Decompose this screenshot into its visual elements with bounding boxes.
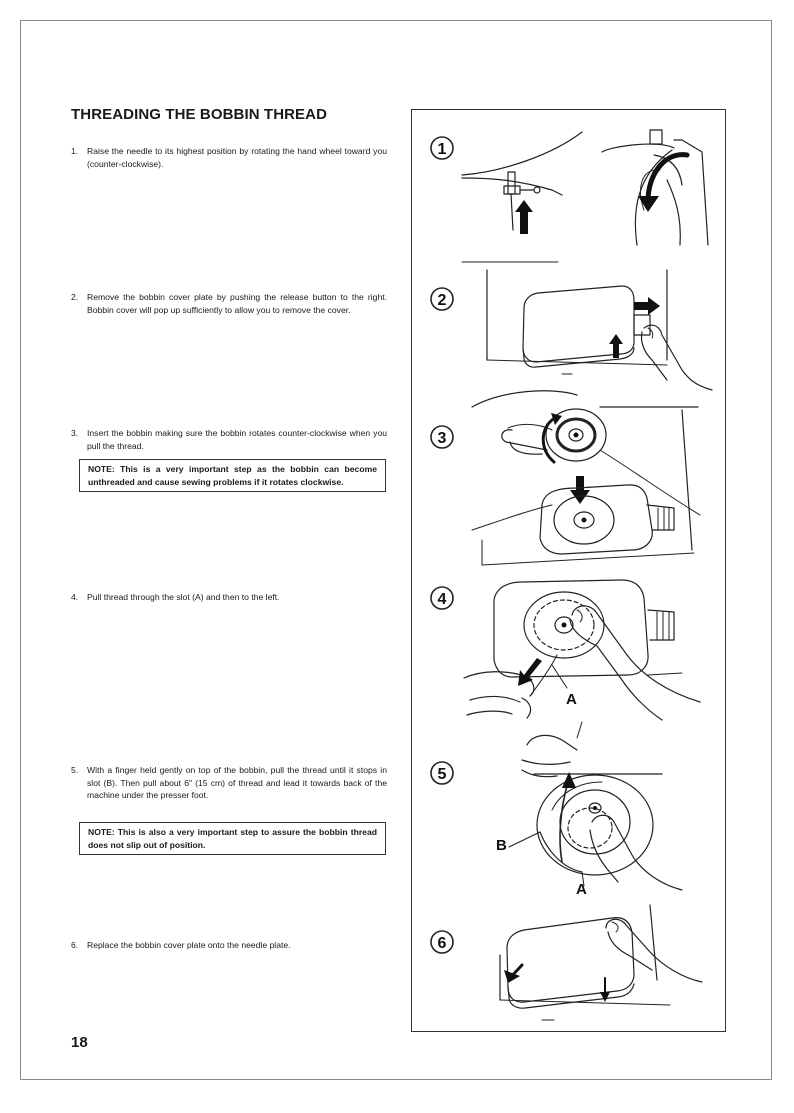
step-text: Raise the needle to its highest position… [87, 146, 387, 169]
step-badge-1 [430, 136, 454, 160]
label-a: A [566, 691, 577, 708]
badge-number: 2 [438, 292, 447, 309]
step-3: 3. Insert the bobbin making sure the bob… [71, 427, 387, 452]
arrow-down-icon [570, 476, 590, 504]
step-badge-6 [430, 930, 454, 954]
figure-2: 2 [430, 269, 713, 391]
step-badge-4 [430, 586, 454, 610]
step-text: Remove the bobbin cover plate by pushing… [87, 292, 387, 315]
rotate-arrow-icon [638, 196, 659, 212]
step-number: 4. [71, 592, 79, 602]
rotate-arrow-icon [551, 413, 562, 425]
figure-4: 4 A [430, 579, 701, 721]
badge-number: 6 [438, 935, 447, 952]
arrow-up-icon [562, 772, 576, 788]
arrow-down-icon [600, 992, 610, 1002]
step-text: Pull thread through the slot (A) and the… [87, 592, 280, 602]
step-number: 1. [71, 146, 79, 156]
step-text: Replace the bobbin cover plate onto the … [87, 940, 291, 950]
label-b: B [496, 837, 507, 854]
note-box-2: NOTE: This is also a very important step… [79, 822, 386, 855]
step-number: 5. [71, 765, 79, 775]
step-6: 6. Replace the bobbin cover plate onto t… [71, 939, 387, 952]
figure-6: 6 [430, 904, 703, 1021]
step-badge-5 [430, 761, 454, 785]
badge-number: 5 [438, 766, 447, 783]
step-number: 2. [71, 292, 79, 302]
figure-5: 5 B A [430, 721, 683, 898]
figure-3: 3 [430, 390, 701, 566]
page-number: 18 [71, 1034, 88, 1051]
label-a: A [576, 881, 587, 898]
arrow-down-left-icon [504, 970, 520, 983]
step-4: 4. Pull thread through the slot (A) and … [71, 591, 387, 604]
step-1: 1. Raise the needle to its highest posit… [71, 145, 387, 170]
badge-number: 1 [438, 141, 447, 158]
page-title: THREADING THE BOBBIN THREAD [71, 106, 328, 123]
note-box-1: NOTE: This is a very important step as t… [79, 459, 386, 492]
arrow-right-icon [634, 297, 660, 315]
page-border [20, 20, 772, 1080]
step-number: 6. [71, 940, 79, 950]
figure-1: 1 [430, 129, 709, 263]
badge-number: 3 [438, 430, 447, 447]
badge-number: 4 [438, 591, 447, 608]
step-number: 3. [71, 428, 79, 438]
illustration-panel: 1 2 [411, 109, 726, 1032]
step-text: With a finger held gently on top of the … [87, 765, 387, 800]
step-badge-2 [430, 287, 454, 311]
step-text: Insert the bobbin making sure the bobbin… [87, 428, 387, 451]
arrow-up-icon [609, 334, 623, 358]
step-badge-3 [430, 425, 454, 449]
arrow-up-icon [515, 200, 533, 234]
arrow-down-left-icon [518, 658, 542, 686]
step-2: 2. Remove the bobbin cover plate by push… [71, 291, 387, 316]
step-5: 5. With a finger held gently on top of t… [71, 764, 387, 802]
